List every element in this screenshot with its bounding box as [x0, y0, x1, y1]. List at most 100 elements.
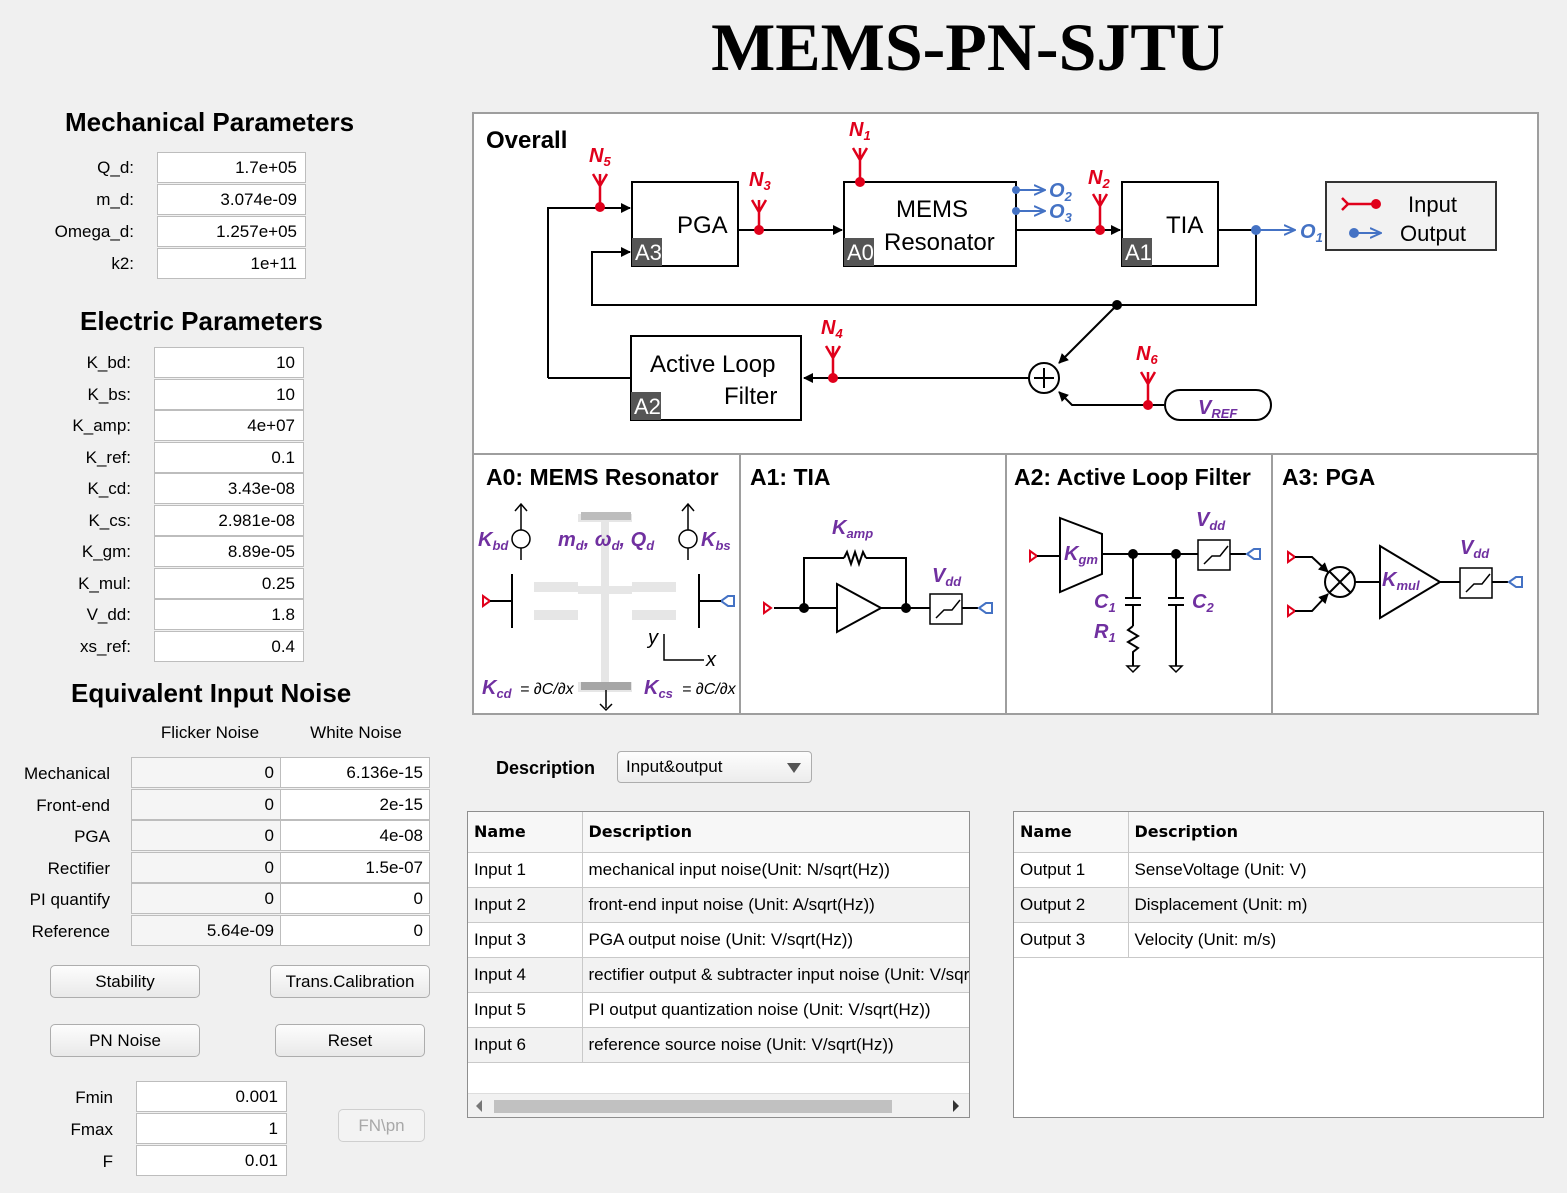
- fn-pn-button[interactable]: FN\pn: [338, 1109, 425, 1142]
- description-cell[interactable]: reference source noise (Unit: V/sqrt(Hz)…: [582, 1027, 969, 1063]
- svg-text:N4: N4: [821, 317, 843, 341]
- flicker-noise-cell[interactable]: 0: [131, 757, 281, 788]
- param-input[interactable]: 1e+11: [157, 248, 306, 279]
- noise-row-label: PI quantify: [29, 890, 110, 909]
- active-loop-filter-block: A2 Active Loop Filter: [630, 335, 802, 421]
- svg-text:N2: N2: [1088, 167, 1110, 191]
- svg-text:x: x: [705, 649, 717, 671]
- white-noise-cell[interactable]: 6.136e-15: [280, 757, 430, 788]
- param-input[interactable]: 1.8: [154, 599, 304, 630]
- svg-text:md, ωd, Qd: md, ωd, Qd: [558, 529, 655, 553]
- param-input[interactable]: 3.074e-09: [157, 184, 306, 215]
- white-noise-cell[interactable]: 1.5e-07: [280, 851, 430, 883]
- name-cell[interactable]: Input 4: [468, 957, 583, 993]
- white-noise-cell[interactable]: 2e-15: [280, 788, 430, 820]
- noise-row-label: Reference: [31, 921, 110, 941]
- scroll-right-icon[interactable]: [953, 1100, 959, 1112]
- param-input[interactable]: 0.25: [154, 567, 304, 599]
- param-input[interactable]: 3.43e-08: [154, 473, 304, 504]
- freq-input[interactable]: 0.01: [136, 1145, 287, 1176]
- column-header-name[interactable]: Name: [1014, 812, 1129, 853]
- flicker-noise-cell[interactable]: 0: [131, 788, 281, 820]
- name-cell[interactable]: Input 3: [468, 922, 583, 958]
- tia-schematic: Kamp Vdd: [763, 517, 993, 634]
- svg-text:A3: A3: [635, 240, 662, 265]
- param-label: K_mul:: [78, 573, 131, 593]
- svg-text:Active Loop: Active Loop: [650, 351, 775, 378]
- white-noise-cell[interactable]: 0: [280, 883, 430, 914]
- legend-input-label: Input: [1408, 192, 1457, 217]
- description-cell[interactable]: mechanical input noise(Unit: N/sqrt(Hz)): [582, 852, 969, 888]
- description-cell[interactable]: Displacement (Unit: m): [1128, 887, 1543, 923]
- svg-text:A1: A1: [1125, 240, 1152, 265]
- flicker-noise-cell[interactable]: 5.64e-09: [131, 914, 281, 946]
- white-noise-header: White Noise: [310, 723, 402, 742]
- trans-calibration-button[interactable]: Trans.Calibration: [270, 965, 430, 998]
- svg-text:Filter: Filter: [724, 383, 777, 410]
- param-input[interactable]: 4e+07: [154, 410, 304, 441]
- description-cell[interactable]: Velocity (Unit: m/s): [1128, 922, 1543, 958]
- name-cell[interactable]: Output 2: [1014, 887, 1129, 923]
- scrollbar-thumb[interactable]: [494, 1100, 892, 1113]
- white-noise-cell[interactable]: 0: [280, 914, 430, 946]
- description-cell[interactable]: PGA output noise (Unit: V/sqrt(Hz)): [582, 922, 969, 958]
- horizontal-scrollbar[interactable]: [468, 1093, 969, 1117]
- flicker-noise-header: Flicker Noise: [160, 723, 260, 742]
- param-input[interactable]: 0.1: [154, 441, 304, 473]
- scroll-left-icon[interactable]: [476, 1100, 482, 1112]
- description-cell[interactable]: rectifier output & subtracter input nois…: [582, 957, 969, 993]
- name-cell[interactable]: Input 2: [468, 887, 583, 923]
- freq-input[interactable]: 1: [136, 1113, 287, 1144]
- param-input[interactable]: 1.7e+05: [157, 152, 306, 183]
- name-cell[interactable]: Input 6: [468, 1027, 583, 1063]
- column-header-description[interactable]: Description: [1128, 812, 1543, 853]
- description-dropdown[interactable]: Input&output: [617, 751, 812, 783]
- description-cell[interactable]: front-end input noise (Unit: A/sqrt(Hz)): [582, 887, 969, 923]
- flicker-noise-cell[interactable]: 0: [131, 851, 281, 883]
- name-cell[interactable]: Output 1: [1014, 852, 1129, 888]
- name-cell[interactable]: Input 5: [468, 992, 583, 1028]
- freq-label: Fmax: [70, 1120, 114, 1139]
- param-input[interactable]: 1.257e+05: [157, 216, 306, 247]
- reset-button[interactable]: Reset: [275, 1024, 425, 1057]
- param-input[interactable]: 10: [154, 347, 304, 378]
- description-cell[interactable]: SenseVoltage (Unit: V): [1128, 852, 1543, 888]
- freq-input[interactable]: 0.001: [136, 1081, 287, 1112]
- svg-text:Vdd: Vdd: [932, 565, 962, 589]
- column-header-description[interactable]: Description: [582, 812, 969, 853]
- flicker-noise-cell[interactable]: 0: [131, 820, 281, 851]
- svg-text:N5: N5: [589, 145, 611, 169]
- pn-noise-button[interactable]: PN Noise: [50, 1024, 200, 1057]
- panel-a1-title: A1: TIA: [750, 464, 831, 490]
- param-label: K_ref:: [85, 447, 131, 467]
- noise-row-label: PGA: [74, 827, 110, 846]
- param-input[interactable]: 8.89e-05: [154, 536, 304, 567]
- equivalent-input-noise-title: Equivalent Input Noise: [71, 678, 352, 708]
- param-label: K_bd:: [86, 353, 131, 372]
- svg-text:Kbd: Kbd: [478, 529, 509, 553]
- name-cell[interactable]: Input 1: [468, 852, 583, 888]
- svg-text:Kamp: Kamp: [832, 517, 873, 541]
- stability-button[interactable]: Stability: [50, 965, 200, 998]
- flicker-noise-cell[interactable]: 0: [131, 883, 281, 914]
- param-input[interactable]: 0.4: [154, 630, 304, 662]
- param-input[interactable]: 10: [154, 378, 304, 410]
- param-label: K_bs:: [87, 384, 131, 404]
- param-input[interactable]: 2.981e-08: [154, 504, 304, 536]
- white-noise-cell[interactable]: 4e-08: [280, 820, 430, 851]
- column-header-name[interactable]: Name: [468, 812, 583, 853]
- svg-text:Vdd: Vdd: [1196, 509, 1226, 533]
- description-cell[interactable]: PI output quantization noise (Unit: V/sq…: [582, 992, 969, 1028]
- name-cell[interactable]: Output 3: [1014, 922, 1129, 958]
